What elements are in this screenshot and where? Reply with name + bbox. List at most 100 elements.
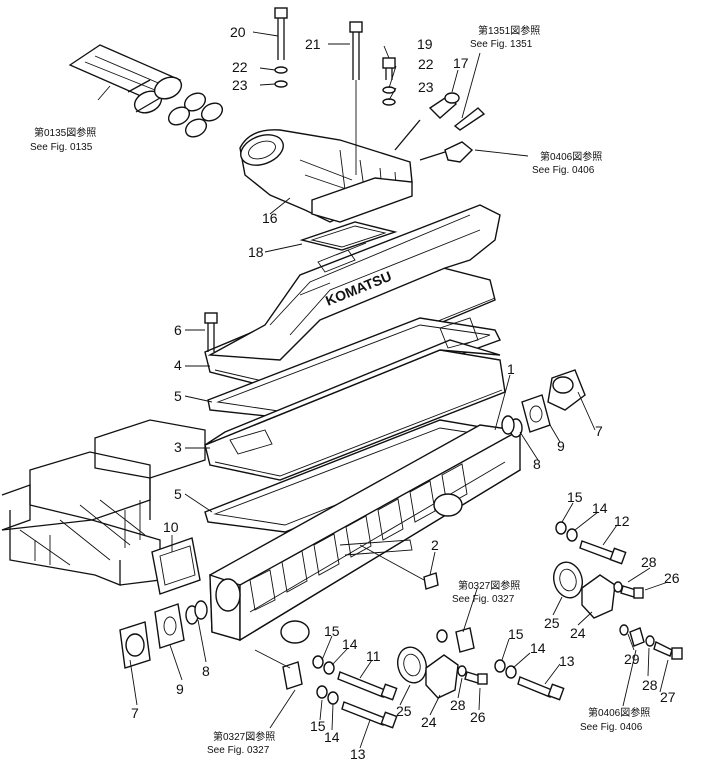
callout-8: 8 (202, 663, 210, 679)
callout-16: 16 (262, 210, 278, 226)
o-ring-8-left (185, 600, 208, 625)
figure-references: 第1351図参照 See Fig. 1351 第0135図参照 See Fig.… (30, 24, 650, 756)
washers-22-23 (274, 66, 396, 106)
callout-25: 25 (396, 703, 412, 719)
bolt-27 (645, 635, 683, 660)
bracket-0327-left (282, 661, 303, 690)
manifold-elbow-16 (239, 129, 413, 223)
callout-1: 1 (507, 361, 515, 377)
callout-4: 4 (174, 357, 182, 373)
engine-block-outline (1, 419, 206, 586)
plate-10 (151, 537, 201, 595)
callout-22: 22 (418, 56, 434, 72)
callout-26: 26 (664, 570, 680, 586)
ref-0327-en: See Fig. 0327 (207, 745, 270, 756)
gasket-25-right (552, 561, 584, 599)
gasket-5-upper (207, 317, 501, 419)
bolt-13-center (517, 676, 565, 701)
ref-0327-jp: 第0327図参照 (213, 730, 275, 743)
ref-0327-jp: 第0327図参照 (458, 579, 520, 592)
callout-15: 15 (324, 623, 340, 639)
callout-6: 6 (174, 322, 182, 338)
callout-12: 12 (614, 513, 630, 529)
callout-26: 26 (470, 709, 486, 725)
ref-0327-en: See Fig. 0327 (452, 594, 515, 605)
callout-2: 2 (431, 537, 439, 553)
plug-2 (359, 544, 439, 590)
callout-15: 15 (508, 626, 524, 642)
bolt-21 (349, 21, 363, 175)
callout-28: 28 (450, 697, 466, 713)
callout-9: 9 (176, 681, 184, 697)
callout-28: 28 (641, 554, 657, 570)
callout-13: 13 (350, 746, 366, 761)
callout-18: 18 (248, 244, 264, 260)
callout-28: 28 (642, 677, 658, 693)
bolt-20 (274, 7, 288, 60)
bolt-26-right (613, 581, 644, 599)
bolt-26-center (457, 665, 488, 685)
callout-7: 7 (595, 423, 603, 439)
callout-23: 23 (232, 77, 248, 93)
callout-labels: 20 21 19 22 23 22 23 17 16 18 6 4 5 3 5 … (131, 24, 680, 761)
callout-14: 14 (342, 636, 358, 652)
callout-14: 14 (324, 729, 340, 745)
callout-19: 19 (417, 36, 433, 52)
callout-14: 14 (530, 640, 546, 656)
callout-24: 24 (570, 625, 586, 641)
gasket-9-left (154, 603, 185, 649)
gasket-25-center (396, 646, 428, 684)
ref-1351-jp: 第1351図参照 (478, 24, 540, 37)
callout-27: 27 (660, 689, 676, 705)
callout-29: 29 (624, 651, 640, 667)
callout-23: 23 (418, 79, 434, 95)
ref-0406-en: See Fig. 0406 (580, 722, 643, 733)
intake-pipe (68, 44, 183, 114)
gasket-18 (299, 221, 398, 251)
callout-20: 20 (230, 24, 246, 40)
bolt-6 (204, 312, 218, 352)
callout-5: 5 (174, 388, 182, 404)
callout-14: 14 (592, 500, 608, 516)
leader-lines (97, 31, 669, 749)
bolt-13-left (341, 701, 398, 729)
bolt-19 (382, 57, 396, 80)
washers-15-14-left-lower (316, 685, 339, 705)
callout-11: 11 (366, 648, 381, 664)
callout-13: 13 (559, 653, 575, 669)
callout-15: 15 (310, 718, 326, 734)
bracket-0327-center (436, 627, 475, 653)
bracket-0406 (419, 141, 474, 163)
callout-15: 15 (567, 489, 583, 505)
sensor-17 (394, 92, 486, 151)
ref-0406-jp: 第0406図参照 (540, 150, 602, 163)
callout-10: 10 (163, 519, 179, 535)
callout-7: 7 (131, 705, 139, 721)
callout-25: 25 (544, 615, 560, 631)
cover-24-right (581, 574, 616, 619)
bolt-11 (337, 671, 398, 701)
callout-9: 9 (557, 438, 565, 454)
callout-17: 17 (453, 55, 469, 71)
cover-24-center (425, 654, 459, 699)
housing-1 (209, 424, 521, 644)
elbow-7-right (547, 369, 586, 411)
callout-22: 22 (232, 59, 248, 75)
upper-cover-4: KOMATSU (204, 204, 501, 391)
clamp-29 (619, 624, 645, 647)
washers-15-14-center (494, 659, 517, 679)
callout-24: 24 (421, 714, 437, 730)
gasket-9-right (521, 394, 551, 433)
washers-15-14-left-upper (312, 655, 335, 675)
o-ring-8-right (501, 415, 523, 438)
elbow-7-left (119, 621, 151, 669)
ref-1351-en: See Fig. 1351 (470, 39, 533, 50)
callout-5: 5 (174, 486, 182, 502)
ref-0406-en: See Fig. 0406 (532, 165, 595, 176)
callout-3: 3 (174, 439, 182, 455)
washers-15-14-right (555, 521, 578, 542)
callout-8: 8 (533, 456, 541, 472)
ref-0135-en: See Fig. 0135 (30, 142, 93, 153)
ref-0135-jp: 第0135図参照 (34, 126, 96, 139)
